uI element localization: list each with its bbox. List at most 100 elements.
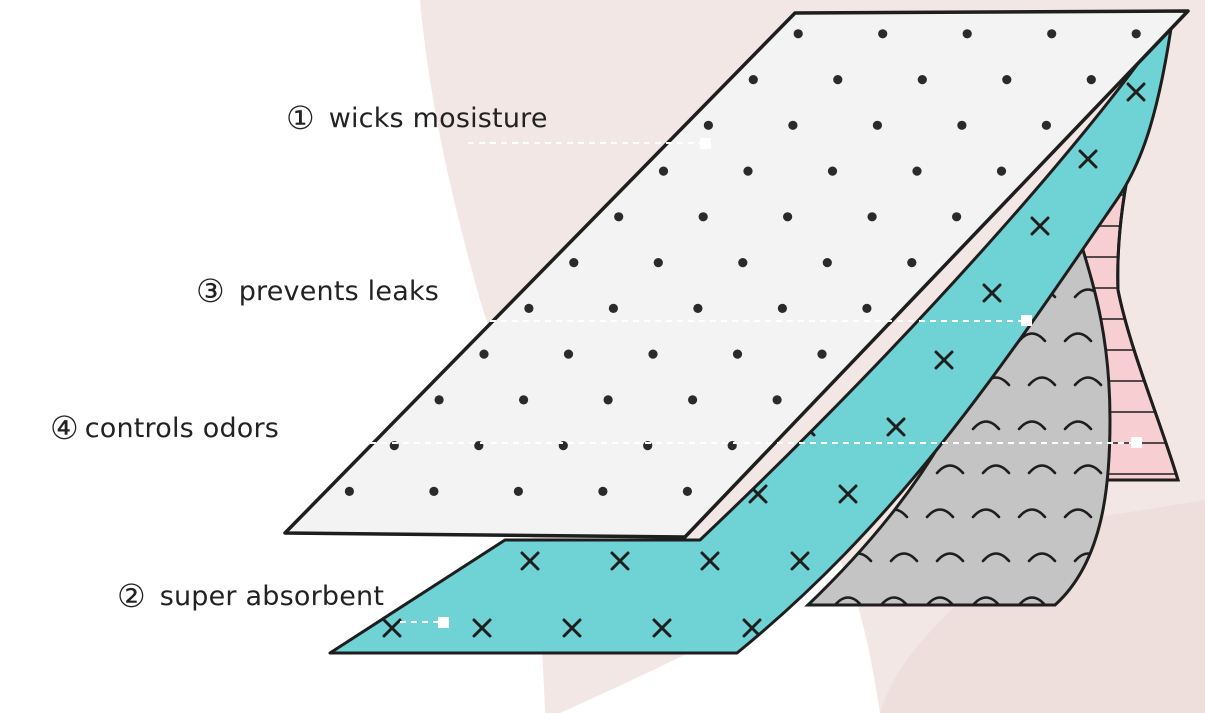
pattern-dot <box>827 166 838 176</box>
pattern-dot <box>513 486 524 496</box>
pattern-dot <box>563 349 574 359</box>
pattern-dot <box>648 349 658 359</box>
pattern-cross <box>520 551 540 571</box>
pattern-arc <box>935 552 965 563</box>
pattern-arc <box>1017 420 1047 431</box>
callout-label: prevents leaks <box>238 275 440 307</box>
pattern-dot <box>1002 75 1012 85</box>
pattern-dot <box>862 303 872 313</box>
pattern-cross <box>790 551 810 571</box>
pattern-dot <box>344 486 354 496</box>
callout-prevents-leaks: ③ prevents leaks <box>196 275 439 307</box>
pattern-cross <box>700 551 720 571</box>
pattern-dot <box>867 212 877 222</box>
pattern-cross <box>742 618 762 638</box>
pattern-cross <box>934 350 954 370</box>
pattern-dot <box>698 212 708 222</box>
pattern-cross <box>610 551 630 571</box>
pattern-arc <box>971 596 1001 605</box>
callout-number: ② <box>117 577 146 615</box>
pattern-dot <box>817 349 827 359</box>
pattern-dot <box>658 166 669 176</box>
pattern-dot <box>434 395 444 405</box>
pattern-dot <box>962 29 972 39</box>
pattern-dot <box>772 395 782 405</box>
pattern-dot <box>738 258 748 268</box>
pattern-cross <box>652 618 672 638</box>
pattern-dot <box>703 120 714 130</box>
pattern-cross <box>832 618 852 638</box>
pattern-dot <box>1047 29 1057 39</box>
pattern-arc <box>1027 552 1057 563</box>
leader-lines <box>370 138 1142 628</box>
wicking-top-layer <box>283 9 1190 539</box>
pattern-arc <box>971 420 1001 431</box>
pattern-arc <box>981 464 1011 475</box>
leader-dot-leaks <box>1021 315 1032 326</box>
pattern-cross <box>982 283 1002 303</box>
callout-controls-odors: ④ controls odors <box>50 412 279 444</box>
pattern-dot <box>907 258 917 268</box>
pattern-dot <box>682 486 693 496</box>
pattern-dot <box>603 395 613 405</box>
pattern-cross <box>748 484 768 504</box>
pattern-dot <box>519 395 529 405</box>
callout-number: ④ <box>50 409 79 447</box>
leader-dot-odors <box>1131 437 1142 448</box>
pattern-dot <box>614 212 624 222</box>
pattern-cross <box>430 551 450 571</box>
pattern-dot <box>598 486 608 496</box>
pattern-dot <box>524 303 534 313</box>
pattern-arc <box>1063 508 1093 519</box>
pattern-arc <box>1073 376 1103 387</box>
pattern-cross <box>472 618 492 638</box>
callout-label: controls odors <box>84 412 280 444</box>
pattern-dot <box>1086 75 1096 85</box>
pattern-arc <box>1027 376 1057 387</box>
pattern-dot <box>788 120 798 130</box>
pattern-arc <box>879 596 909 605</box>
pattern-dot <box>569 258 579 268</box>
callout-label: wicks mosisture <box>328 102 548 134</box>
pattern-arc <box>1017 596 1047 605</box>
pattern-dot <box>822 258 832 268</box>
pattern-cross <box>562 618 582 638</box>
pattern-dot <box>748 75 758 85</box>
pattern-cross <box>832 618 852 638</box>
pattern-dot <box>1131 29 1141 39</box>
pattern-dot <box>743 166 753 176</box>
pattern-dot <box>996 166 1007 176</box>
leader-dot-wicks <box>700 138 711 149</box>
pattern-dot <box>833 75 843 85</box>
pattern-arc <box>925 596 955 605</box>
pattern-dot <box>479 349 489 359</box>
pattern-cross <box>430 551 450 571</box>
pattern-dot <box>957 120 967 130</box>
callout-wicks-moisture: ① wicks mosisture <box>286 102 548 134</box>
leader-dot-absorbent <box>438 617 449 628</box>
pattern-dot <box>878 29 888 39</box>
pattern-arc <box>1027 464 1057 475</box>
pattern-cross <box>1078 149 1098 169</box>
callout-label: super absorbent <box>159 580 385 612</box>
pattern-cross <box>838 484 858 504</box>
pattern-arc <box>925 508 955 519</box>
pattern-dot <box>608 303 619 313</box>
pattern-arc <box>1073 464 1103 475</box>
callout-number: ① <box>286 99 315 137</box>
pattern-dot <box>872 120 883 130</box>
pattern-dot <box>912 166 922 176</box>
pattern-arc <box>1063 332 1093 343</box>
pattern-dot <box>693 303 703 313</box>
pattern-dot <box>688 395 698 405</box>
pattern-dot <box>793 29 803 39</box>
pattern-arc <box>981 552 1011 563</box>
pattern-dot <box>777 303 788 313</box>
pattern-cross <box>1030 216 1050 236</box>
pattern-cross <box>1126 82 1146 102</box>
callout-number: ③ <box>196 272 225 310</box>
pattern-dot <box>952 212 962 222</box>
pattern-dot <box>653 258 663 268</box>
pattern-dot <box>732 349 743 359</box>
